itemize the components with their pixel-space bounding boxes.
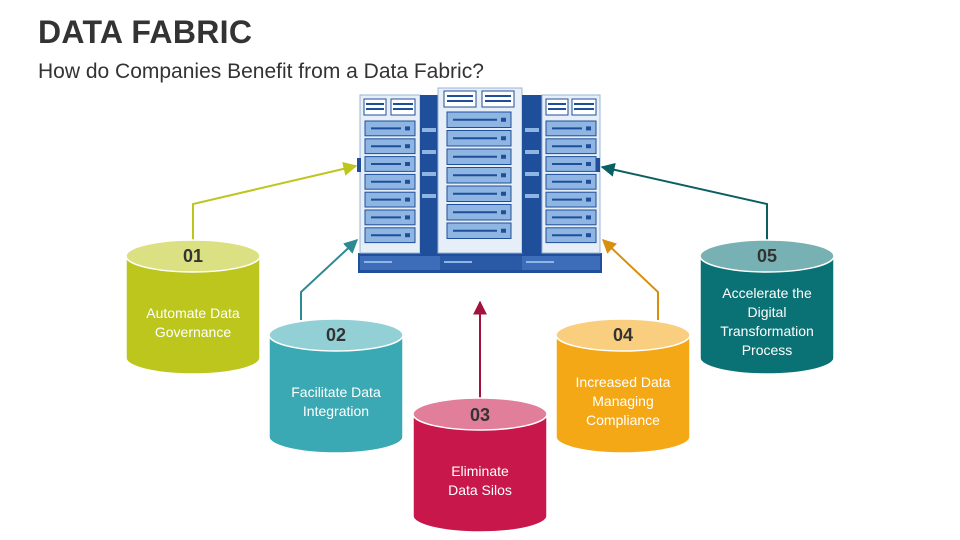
drive-led — [586, 197, 591, 202]
drive-led — [501, 228, 506, 233]
drive-led — [405, 233, 410, 238]
benefit-label-line: Eliminate — [451, 463, 509, 479]
drive-led — [586, 179, 591, 184]
page-title: DATA FABRIC — [38, 14, 253, 50]
drive-led — [405, 197, 410, 202]
drive-led — [586, 144, 591, 149]
arrow-icon — [300, 239, 359, 320]
drive-led — [501, 191, 506, 196]
benefit-label-line: Facilitate Data — [291, 384, 381, 400]
benefit-number: 03 — [470, 405, 490, 425]
drive-led — [586, 162, 591, 166]
drive-led — [405, 144, 410, 149]
connector-arrows — [192, 162, 768, 400]
cylinder-body — [125, 255, 261, 375]
benefit-number: 02 — [326, 325, 346, 345]
benefit-label-line: Integration — [303, 403, 369, 419]
arrow-icon — [601, 239, 659, 320]
drive-led — [501, 136, 506, 141]
benefit-label-line: Governance — [155, 324, 231, 340]
cylinder-top — [555, 318, 691, 352]
drive-led — [586, 126, 591, 131]
cylinder-body — [699, 255, 835, 375]
benefit-label-line: Compliance — [586, 412, 660, 428]
benefit-label-line: Increased Data — [576, 374, 671, 390]
benefit-label-line: Process — [742, 342, 793, 358]
cylinder-body — [555, 334, 691, 454]
page-subtitle: How do Companies Benefit from a Data Fab… — [38, 60, 484, 83]
cylinder-body — [412, 413, 548, 533]
drive-led — [501, 173, 506, 178]
drive-led — [405, 215, 410, 220]
benefit-label-line: Data Silos — [448, 482, 512, 498]
drive-led — [501, 154, 506, 159]
drive-led — [405, 162, 410, 166]
drive-led — [501, 210, 506, 215]
drive-led — [405, 179, 410, 184]
drive-led — [586, 233, 591, 238]
benefit-label-line: Automate Data — [146, 305, 240, 321]
benefit-label-line: Transformation — [720, 323, 814, 339]
benefit-label-line: Digital — [748, 304, 787, 320]
benefit-number: 05 — [757, 246, 777, 266]
arrow-icon — [600, 162, 768, 240]
cylinder-top — [268, 318, 404, 352]
server-rack-icon — [357, 87, 602, 273]
benefit-number: 01 — [183, 246, 203, 266]
cylinder-top — [125, 239, 261, 273]
cylinder-top — [699, 239, 835, 273]
benefit-label-line: Accelerate the — [722, 285, 812, 301]
drive-led — [586, 215, 591, 220]
benefit-label-line: Managing — [592, 393, 654, 409]
drive-led — [501, 117, 506, 122]
cylinder-top — [412, 397, 548, 431]
cylinder-body — [268, 334, 404, 454]
drive-led — [405, 126, 410, 131]
arrow-icon — [192, 162, 358, 240]
benefit-number: 04 — [613, 325, 633, 345]
